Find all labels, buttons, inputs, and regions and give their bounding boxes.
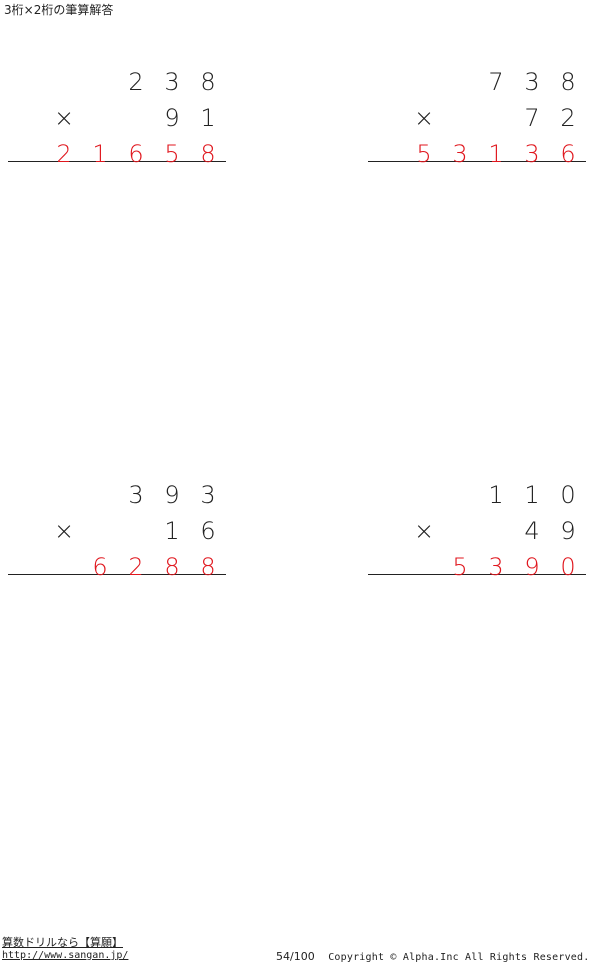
problem-2: 7 3 8 × 7 2 5 3 1 3 6 (368, 64, 586, 184)
multiplier-digit: 7 (524, 104, 540, 132)
multiplier-digit: 4 (524, 517, 540, 545)
answer-digit: 8 (200, 140, 216, 168)
sum-line (368, 574, 586, 575)
multiplier-digit: 6 (200, 517, 216, 545)
answer-digit: 0 (560, 553, 576, 581)
sum-line (8, 574, 226, 575)
footer-site-block: 算数ドリルなら【算願】 http://www.sangan.jp/ (2, 936, 128, 962)
site-url-link[interactable]: http://www.sangan.jp/ (2, 950, 129, 961)
multiplier-row: × 9 1 (8, 100, 226, 136)
multiplicand-digit: 3 (524, 68, 540, 96)
multiplicand-row: 2 3 8 (8, 64, 226, 100)
answer-digit: 5 (164, 140, 180, 168)
multiplicand-digit: 3 (200, 481, 216, 509)
multiplier-digit: 1 (200, 104, 216, 132)
multiplier-row: × 1 6 (8, 513, 226, 549)
multiply-sign: × (53, 517, 75, 545)
answer-digit: 6 (560, 140, 576, 168)
multiplier-row: × 4 9 (368, 513, 586, 549)
answer-row: 2 1 6 5 8 (8, 136, 226, 172)
multiplicand-row: 1 1 0 (368, 477, 586, 513)
page-number: 54/100 (276, 950, 315, 963)
multiply-sign: × (413, 104, 435, 132)
answer-row: 5 3 9 0 (368, 549, 586, 585)
answer-row: 6 2 8 8 (8, 549, 226, 585)
answer-digit: 9 (524, 553, 540, 581)
answer-row: 5 3 1 3 6 (368, 136, 586, 172)
answer-digit: 8 (200, 553, 216, 581)
multiplier-digit: 1 (164, 517, 180, 545)
answer-digit: 1 (488, 140, 504, 168)
site-name-link[interactable]: 算数ドリルなら【算願】 (2, 936, 123, 949)
multiplier-digit: 9 (164, 104, 180, 132)
multiplicand-row: 7 3 8 (368, 64, 586, 100)
multiplicand-digit: 1 (488, 481, 504, 509)
sum-line (8, 161, 226, 162)
multiplicand-digit: 0 (560, 481, 576, 509)
footer-info: 54/100 Copyright © Alpha.Inc All Rights … (276, 950, 589, 965)
answer-digit: 3 (524, 140, 540, 168)
problem-1: 2 3 8 × 9 1 2 1 6 5 8 (8, 64, 226, 184)
answer-digit: 6 (92, 553, 108, 581)
multiplicand-digit: 3 (128, 481, 144, 509)
page-title: 3桁×2桁の筆算解答 (4, 3, 114, 17)
sum-line (368, 161, 586, 162)
multiplicand-digit: 3 (164, 68, 180, 96)
answer-digit: 3 (452, 140, 468, 168)
multiplicand-digit: 9 (164, 481, 180, 509)
problem-4: 1 1 0 × 4 9 5 3 9 0 (368, 477, 586, 597)
problem-3: 3 9 3 × 1 6 6 2 8 8 (8, 477, 226, 597)
multiplicand-digit: 8 (200, 68, 216, 96)
multiplicand-digit: 8 (560, 68, 576, 96)
multiplicand-digit: 2 (128, 68, 144, 96)
multiplicand-row: 3 9 3 (8, 477, 226, 513)
answer-digit: 1 (92, 140, 108, 168)
answer-digit: 2 (56, 140, 72, 168)
multiplier-row: × 7 2 (368, 100, 586, 136)
answer-digit: 5 (416, 140, 432, 168)
answer-digit: 5 (452, 553, 468, 581)
multiply-sign: × (413, 517, 435, 545)
multiplier-digit: 2 (560, 104, 576, 132)
copyright-text: Copyright © Alpha.Inc All Rights Reserve… (328, 952, 590, 963)
multiplicand-digit: 1 (524, 481, 540, 509)
answer-digit: 3 (488, 553, 504, 581)
multiply-sign: × (53, 104, 75, 132)
answer-digit: 6 (128, 140, 144, 168)
multiplicand-digit: 7 (488, 68, 504, 96)
answer-digit: 2 (128, 553, 144, 581)
multiplier-digit: 9 (560, 517, 576, 545)
answer-digit: 8 (164, 553, 180, 581)
